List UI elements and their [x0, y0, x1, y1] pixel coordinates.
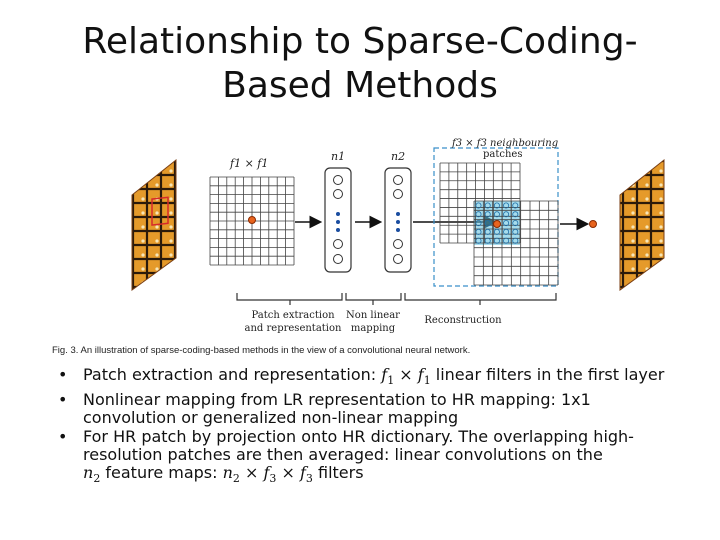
feature-column-n2 — [384, 167, 412, 273]
bullet-marker: • — [58, 427, 68, 447]
input-patch-center — [248, 216, 256, 224]
input-image-butterfly — [131, 158, 177, 291]
stage1-label-line2: and representation — [245, 323, 342, 334]
bullet-3-mid: feature maps: — [100, 463, 223, 483]
bullet-2-line2: convolution or generalized non-linear ma… — [83, 408, 459, 428]
bullet-3-math-n2: n2 — [83, 463, 101, 486]
output-image-butterfly — [619, 158, 665, 291]
slide-title-line-2: Based Methods — [222, 65, 498, 106]
f3-label-text: f3 × f3 neighbouring — [451, 138, 558, 149]
bullet-item-3: • For HR patch by projection onto HR dic… — [58, 428, 698, 488]
stage1-label-line1: Patch extraction — [251, 310, 335, 321]
bullet-item-2: • Nonlinear mapping from LR representati… — [58, 391, 698, 427]
stage2-label-line2: mapping — [351, 323, 396, 334]
slide-title: Relationship to Sparse-Coding- Based Met… — [0, 20, 720, 108]
bullet-1-math: f1 × f1 — [381, 365, 431, 388]
bullet-3-line3: n2 feature maps: n2 × f3 × f3 filters — [83, 464, 698, 488]
sparse-coding-cnn-figure: f1 × f1 n1 n2 f3 × f3 neighbouring patch… — [131, 138, 665, 334]
stage3-label: Reconstruction — [424, 315, 502, 326]
output-pixel — [589, 220, 597, 228]
bullet-3-line2: resolution patches are then averaged: li… — [83, 445, 603, 465]
reconstruction-center — [493, 220, 501, 228]
bullet-3-math: n2 × f3 × f3 — [222, 463, 313, 486]
bullet-item-1: • Patch extraction and representation: f… — [58, 366, 698, 390]
bullet-3-post: filters — [312, 463, 364, 483]
bullet-list: • Patch extraction and representation: f… — [58, 366, 698, 489]
f3-label-patches: patches — [483, 149, 522, 160]
f3-label: f3 × f3 neighbouring — [451, 138, 558, 149]
f1-label-text: f1 × f1 — [229, 157, 268, 170]
bullet-marker: • — [58, 365, 68, 384]
slide-title-line-1: Relationship to Sparse-Coding- — [82, 21, 638, 62]
stage2-label-line1: Non linear — [346, 310, 400, 321]
stage-braces — [236, 293, 557, 305]
n1-label: n1 — [331, 150, 345, 163]
figure-caption: Fig. 3. An illustration of sparse-coding… — [52, 345, 471, 356]
bullet-1-post: linear filters in the first layer — [430, 365, 665, 384]
bullet-2-line1: Nonlinear mapping from LR representation… — [83, 390, 591, 410]
feature-column-n1 — [324, 167, 352, 273]
n2-label: n2 — [391, 150, 405, 163]
bullet-marker: • — [58, 390, 68, 410]
f1-label: f1 × f1 — [229, 157, 268, 170]
overlapping-patch-grids — [439, 162, 559, 286]
bullet-3-line1: For HR patch by projection onto HR dicti… — [83, 427, 634, 447]
bullet-1-pre: Patch extraction and representation: — [83, 365, 382, 384]
